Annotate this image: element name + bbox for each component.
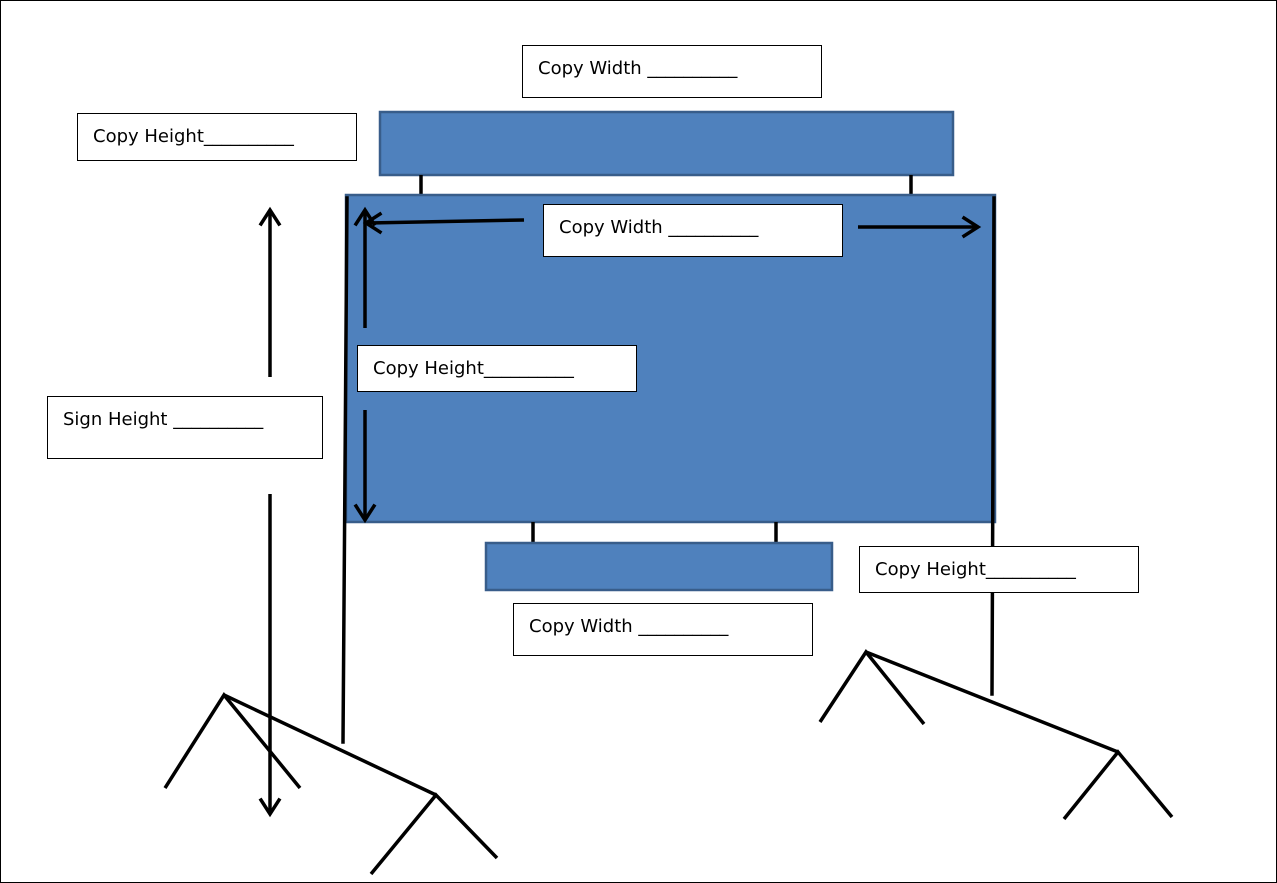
sign-height-arrow-down-head xyxy=(258,797,282,818)
copy-height-right-text: Copy Height__________ xyxy=(875,559,1076,580)
sign-height-label[interactable]: Sign Height __________ xyxy=(47,396,323,459)
copy-width-top-text: Copy Width __________ xyxy=(538,58,738,79)
copy-width-arrow-right-head xyxy=(961,215,982,239)
copy-width-main-label[interactable]: Copy Width __________ xyxy=(543,204,843,257)
copy-height-arrow-down-head xyxy=(353,503,377,524)
copy-height-top-label[interactable]: Copy Height__________ xyxy=(77,113,357,161)
left-ground-line xyxy=(163,692,499,876)
copy-width-bottom-text: Copy Width __________ xyxy=(529,616,729,637)
right-post xyxy=(990,196,996,696)
copy-width-bottom-label[interactable]: Copy Width __________ xyxy=(513,603,813,656)
copy-width-arrow-left-shaft xyxy=(365,218,525,225)
bottom-sign-panel xyxy=(484,541,834,592)
copy-height-top-text: Copy Height__________ xyxy=(93,126,294,147)
sign-height-text: Sign Height __________ xyxy=(63,409,264,430)
top-sign-panel xyxy=(378,110,955,177)
copy-height-right-label[interactable]: Copy Height__________ xyxy=(859,546,1139,593)
right-ground-line xyxy=(818,649,1174,821)
left-post xyxy=(341,196,349,744)
copy-height-arrow-up-head xyxy=(353,206,377,227)
sign-height-arrow-up-head xyxy=(258,206,282,227)
copy-height-main-text: Copy Height__________ xyxy=(373,358,574,379)
copy-width-main-text: Copy Width __________ xyxy=(559,217,759,238)
copy-height-main-label[interactable]: Copy Height__________ xyxy=(357,345,637,392)
copy-width-top-label[interactable]: Copy Width __________ xyxy=(522,45,822,98)
